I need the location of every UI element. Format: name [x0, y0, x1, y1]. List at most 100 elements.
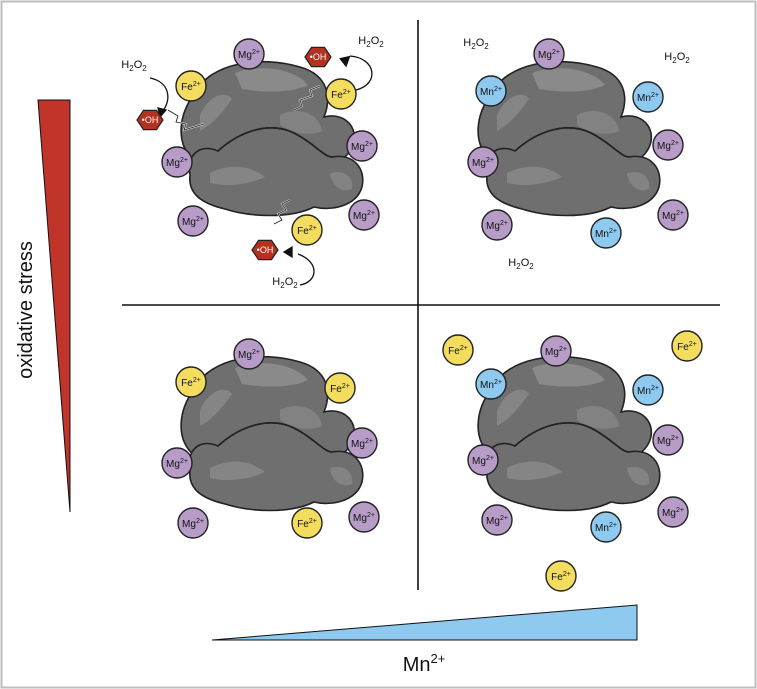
mg-ion-label: Mg2+ — [353, 512, 375, 524]
hydroxyl-radical-label: •OH — [310, 52, 327, 62]
fe-ion-circle — [442, 334, 474, 366]
h2o2-part: O — [677, 51, 686, 63]
hydroxyl-radical-hexagon — [304, 46, 332, 68]
fe-ion-symbol: Fe — [330, 384, 342, 395]
h2o2-part: O — [134, 59, 143, 71]
mg-ion-label: Mg2+ — [182, 216, 204, 228]
fe-ion-circle — [175, 70, 207, 102]
mg-ion-charge: 2+ — [196, 216, 204, 223]
mg-ion-label: Mg2+ — [662, 210, 684, 222]
mn-ion-charge: 2+ — [651, 92, 659, 99]
mg-ion-charge: 2+ — [252, 49, 260, 56]
mg-ion-symbol: Mg — [166, 158, 180, 169]
mg-ion-circle — [346, 427, 378, 459]
mg-ion: Mg2+ — [161, 146, 193, 178]
mg-ion-symbol: Mg — [657, 141, 671, 152]
fe-ion-label: Fe2+ — [330, 383, 350, 395]
h2o2-label: H2O2 — [272, 276, 298, 290]
mg-ion-symbol: Mg — [657, 436, 671, 447]
fe-ion-label: Fe2+ — [331, 89, 351, 101]
mn-ion-circle — [475, 75, 507, 107]
mg-ion-charge: 2+ — [367, 210, 375, 217]
mg-ion-charge: 2+ — [180, 157, 188, 164]
mn-ion: Mn2+ — [475, 75, 507, 107]
fe-ion: Fe2+ — [442, 334, 474, 366]
fe-ion: Fe2+ — [175, 366, 207, 398]
mg-ion-label: Mg2+ — [545, 346, 567, 358]
h2o2-part: O — [476, 37, 485, 49]
mg-ion-label: Mg2+ — [662, 507, 684, 519]
mn-ion-charge: 2+ — [609, 228, 617, 235]
mg-ion-circle — [467, 146, 499, 178]
mg-ion-charge: 2+ — [676, 210, 684, 217]
mg-ion: Mg2+ — [540, 335, 572, 367]
mg-ion-symbol: Mg — [351, 142, 365, 153]
mg-ion-charge: 2+ — [671, 435, 679, 442]
fe-ion-charge: 2+ — [343, 89, 351, 96]
mg-ion-label: Mg2+ — [538, 49, 560, 61]
h2o2-part: 2 — [672, 56, 677, 65]
h2o2-part: H — [358, 35, 366, 47]
h2o2-part: 2 — [280, 281, 285, 290]
mn-ion-circle — [632, 374, 664, 406]
mn-ion: Mn2+ — [475, 368, 507, 400]
fe-ion-charge: 2+ — [460, 345, 468, 352]
mg-ion: Mg2+ — [348, 199, 380, 231]
crack-outlines — [167, 85, 321, 225]
fe-ion-symbol: Fe — [331, 90, 343, 101]
h2o2-part: H — [463, 37, 471, 49]
fe-ion-charge: 2+ — [563, 571, 571, 578]
mg-ion: Mg2+ — [481, 209, 513, 241]
mg-ion-charge: 2+ — [365, 141, 373, 148]
mg-ion-label: Mg2+ — [486, 515, 508, 527]
h2o2-label: H2O2 — [121, 59, 147, 73]
mg-ion-symbol: Mg — [472, 456, 486, 467]
mg-ion-symbol: Mg — [472, 158, 486, 169]
mn-ion-circle — [590, 511, 622, 543]
mn-ion-circle — [590, 217, 622, 249]
h2o2-part: H — [121, 59, 129, 71]
fe-ion-symbol: Fe — [448, 346, 460, 357]
mg-ion: Mg2+ — [657, 496, 689, 528]
fe-ion-circle — [291, 507, 323, 539]
mg-ion-label: Mg2+ — [166, 458, 188, 470]
mg-ion-circle — [657, 199, 689, 231]
fe-ion-circle — [291, 214, 323, 246]
mg-ion: Mg2+ — [177, 205, 209, 237]
mg-ion-charge: 2+ — [367, 512, 375, 519]
mg-ion-symbol: Mg — [662, 508, 676, 519]
mg-ion: Mg2+ — [348, 501, 380, 533]
hydroxyl-radical-hexagon — [251, 239, 279, 261]
mg-ion-symbol: Mg — [545, 347, 559, 358]
fe-ion: Fe2+ — [325, 78, 357, 110]
mn-axis-label: Mn2+ — [403, 651, 446, 676]
mg-ion-charge: 2+ — [500, 515, 508, 522]
hydroxyl-radical-label: •OH — [257, 245, 274, 255]
mn-ion-label: Mn2+ — [637, 92, 659, 104]
mg-ion-symbol: Mg — [351, 439, 365, 450]
mg-ion-symbol: Mg — [353, 513, 367, 524]
mg-ion: Mg2+ — [652, 424, 684, 456]
fe-ion-label: Fe2+ — [181, 377, 201, 389]
h2o2-part: H — [272, 276, 280, 288]
fe-ion-symbol: Fe — [181, 82, 193, 93]
mg-ion-circle — [161, 447, 193, 479]
mg-ion-circle — [348, 199, 380, 231]
mn-ion-charge: 2+ — [494, 86, 502, 93]
mg-ion: Mg2+ — [233, 338, 265, 370]
mn-axis-label-base: Mn — [403, 654, 431, 676]
mg-ion-symbol: Mg — [238, 50, 252, 61]
h2o2-part: O — [285, 276, 294, 288]
fe-ion-circle — [671, 330, 703, 362]
h2o2-label: H2O2 — [463, 37, 489, 51]
mg-ion: Mg2+ — [467, 444, 499, 476]
mg-ion-circle — [652, 129, 684, 161]
mg-ion-label: Mg2+ — [238, 49, 260, 61]
mg-ion-charge: 2+ — [196, 518, 204, 525]
mg-ion-label: Mg2+ — [353, 210, 375, 222]
mn-ion-symbol: Mn — [480, 380, 494, 391]
fe-ion-charge: 2+ — [193, 81, 201, 88]
h2o2-label: H2O2 — [508, 257, 534, 271]
fe-ion-circle — [324, 372, 356, 404]
